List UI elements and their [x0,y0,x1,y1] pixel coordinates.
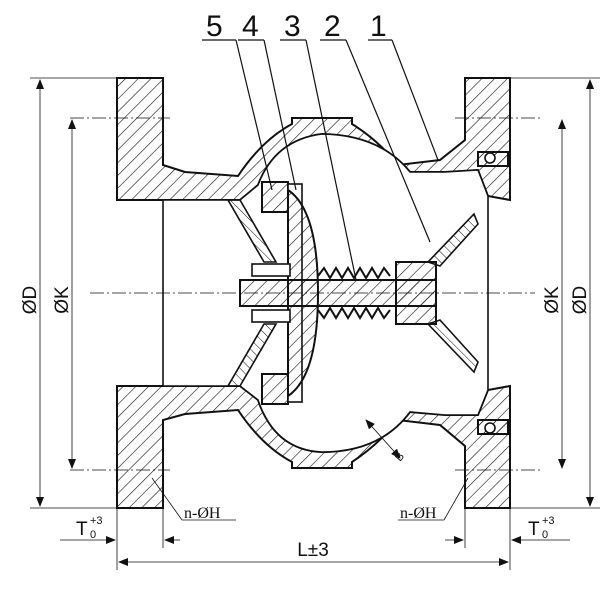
label-left-outer-dia: ØD [20,286,41,315]
bolt-hole-leaders [151,477,469,521]
label-right-outer-dia: ØD [570,286,591,315]
diameter-dimensions [30,77,600,509]
part-leaders [202,39,439,281]
label-left-bolt-holes: n-ØH [184,505,221,522]
label-length: L±3 [297,540,329,561]
part-number-3: 3 [284,10,301,43]
label-wall: B [393,451,407,464]
spring [317,266,391,320]
label-flange-thickness-right: T [528,519,540,540]
right-seat [477,151,509,435]
part-number-2: 2 [324,10,341,43]
label-right-bolt-dia: ØK [542,286,563,314]
label-flange-thickness-right-lower: 0 [542,529,548,541]
part-number-5: 5 [206,10,223,43]
bolt-centerlines [70,117,540,471]
part-number-4: 4 [242,10,259,43]
length-dimensions [60,508,570,570]
label-left-bolt-dia: ØK [52,286,73,314]
label-flange-thickness-left: T [76,519,88,540]
label-right-bolt-holes: n-ØH [400,505,437,522]
wall-dim-line [365,419,401,459]
part-number-1: 1 [370,10,387,43]
label-flange-thickness-left-lower: 0 [90,529,96,541]
label-flange-thickness-left-upper: +3 [90,515,103,527]
label-flange-thickness-right-upper: +3 [542,515,555,527]
